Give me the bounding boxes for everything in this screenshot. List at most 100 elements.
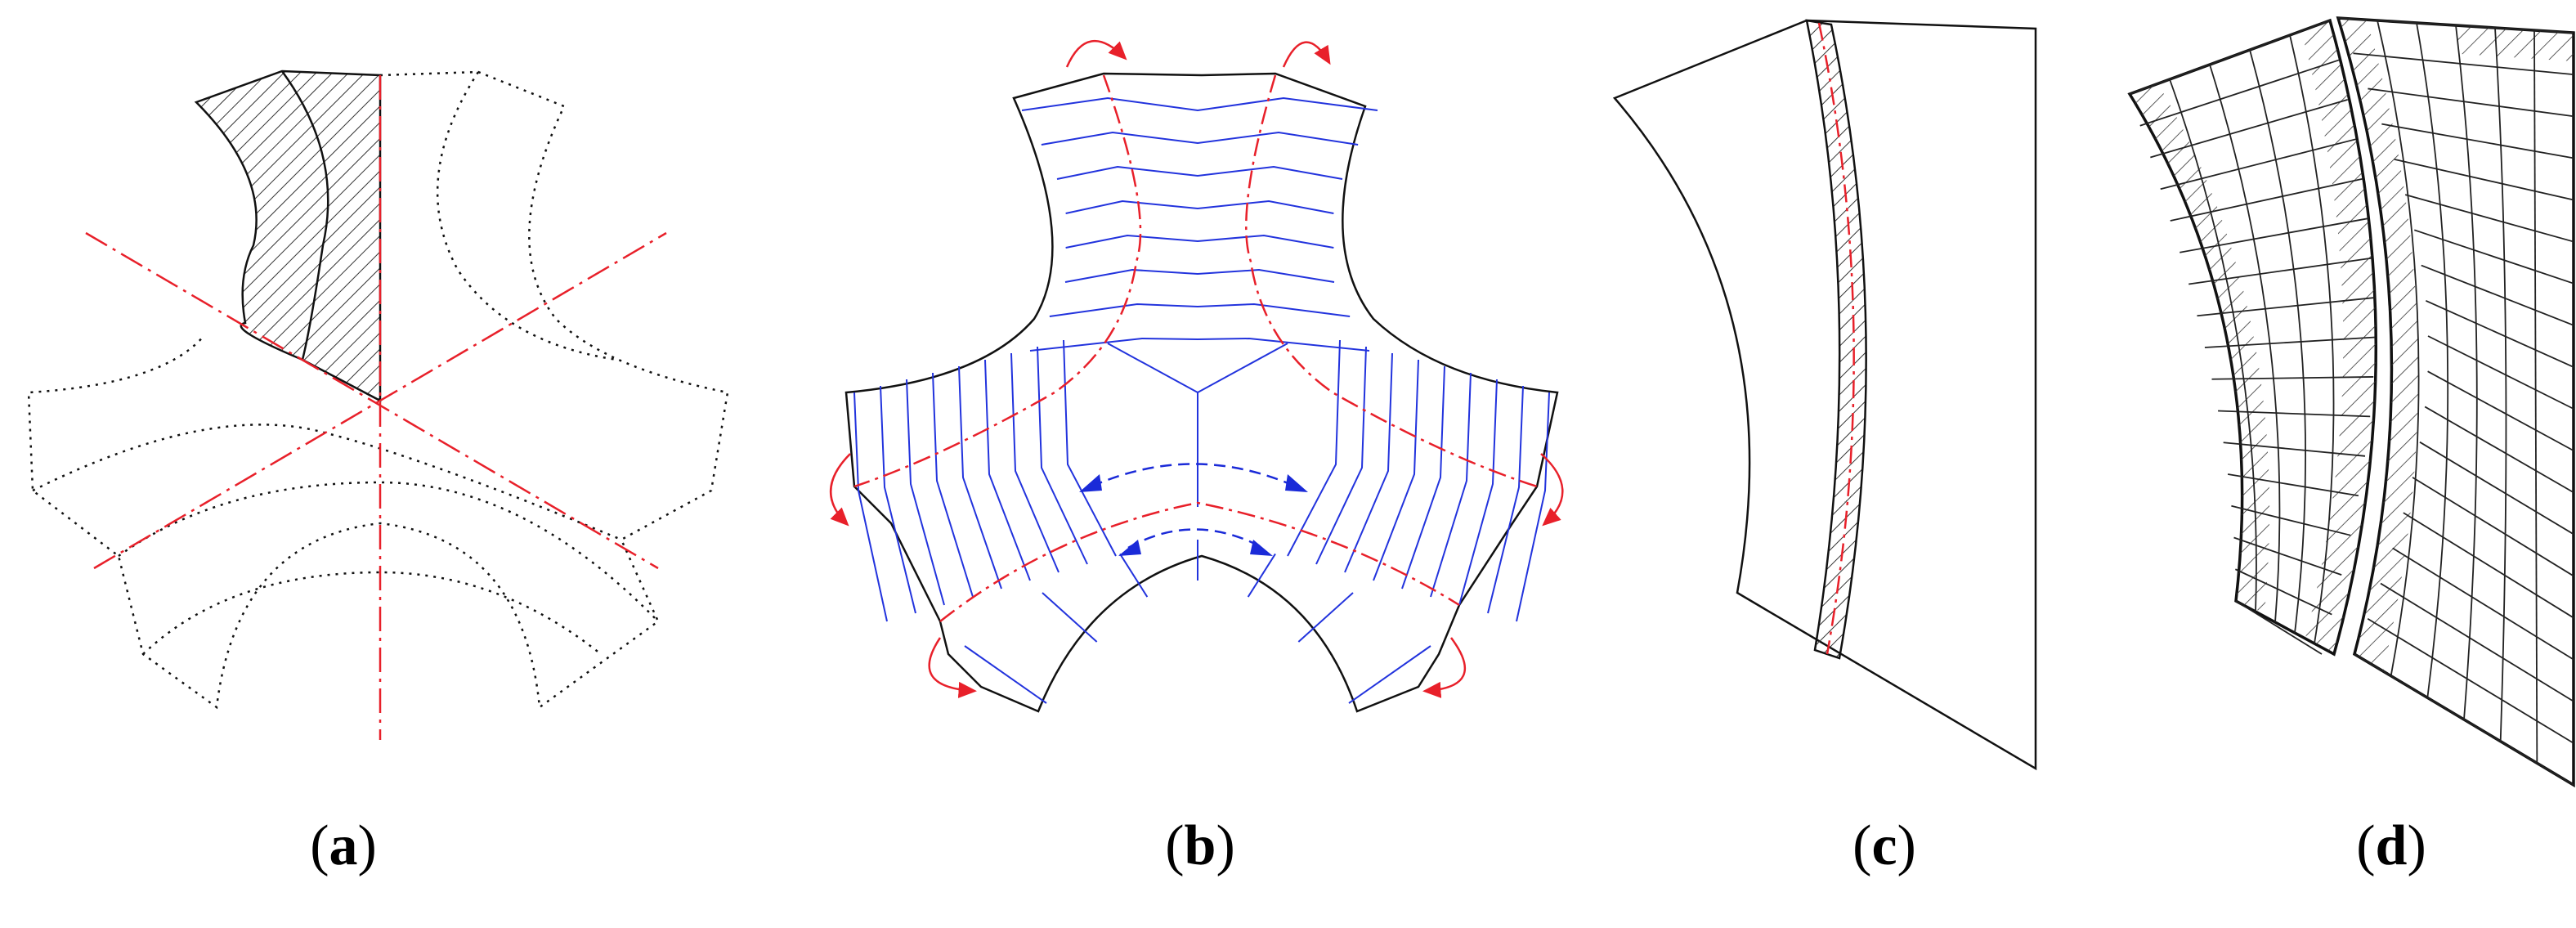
panel-a-axis-diag-2 [93,231,667,570]
panel-d-mesh-transverse-left [2233,536,2342,576]
panel-a-dotted-arc-2 [32,424,622,541]
panel-d-mesh-lines [2129,17,2574,786]
panel-d-mesh-transverse-right [2367,618,2574,744]
panel-d-mesh-transverse-left [2197,297,2375,317]
panel-b-outline [844,72,1559,713]
panel-d-mesh-transverse-left [2170,177,2363,222]
panel-b-mesh-left-line [958,365,1002,590]
panel-d-mesh-transverse-right [2427,335,2574,410]
panel-b-arrow-left-upper [829,453,851,527]
panel-d-refined-mesh [2127,16,2575,788]
panel-d-mesh-longitudinal-left [2169,78,2257,612]
caption-panel-c: (c) [1852,814,1916,877]
panel-d-mesh-transverse-right [2424,406,2574,494]
panel-d-mesh-transverse-right [2381,123,2574,159]
panel-d-mesh-longitudinal-left [2249,49,2307,634]
panel-d-mesh-transverse-right [2412,477,2574,577]
panel-b-mesh-left-line [853,392,888,622]
panel-a-sector-division [27,69,729,740]
panel-a-dotted-arc-4 [142,571,602,655]
panel-d-mesh-transverse-left [2180,217,2368,253]
panel-a-dotted-arc-3 [118,481,659,622]
panel-b-mesh-bottom-line [1348,645,1431,704]
panel-b-mesh-right-line [1487,385,1524,614]
panel-d-mesh-longitudinal-left [2289,34,2335,644]
panel-a-axis-diag-1 [85,231,659,570]
caption-panel-a: (a) [310,814,377,877]
panel-b-rotation-arrowhead-3 [1118,540,1141,556]
caption-letter-a: a [329,814,358,877]
panel-d-mesh-longitudinal-right [2377,20,2420,676]
panel-b-mesh-left-line [1010,352,1060,573]
panel-d-mesh-transverse-right [2403,512,2574,619]
panel-b-interface-bottom [939,501,1460,622]
panel-d-mesh-transverse-right [2413,229,2574,285]
panel-d-mesh-transverse-right [2368,87,2574,118]
panel-d-mesh-longitudinal-left [2209,64,2281,623]
panel-b-mesh-chevron [1041,131,1359,146]
panel-d-hatch-left-outer [2130,84,2270,613]
panel-b-arrow-top-left [1065,39,1127,68]
panel-d-mesh-longitudinal-right [2416,22,2449,698]
panel-d-hatch-right-inner [2338,18,2418,670]
panel-c-outline [1612,19,2037,771]
panel-b-arrow-top-right [1282,41,1331,68]
panel-b-interface-left [853,74,1142,488]
panel-b-mesh-center-spoke [1197,343,1288,393]
panel-b-arrow-left-lower [928,637,977,698]
panel-c-sector-with-strip [1612,19,2037,771]
panel-d-mesh-transverse-left [2223,442,2366,457]
panel-b-mesh-left-line [1063,339,1117,557]
panel-c-red-centerline [1817,22,1855,655]
panel-b-mesh-left-line [906,379,945,606]
panel-b-mesh-bottom-line [964,645,1047,704]
caption-letter-d: d [2375,814,2408,877]
panel-d-mesh-transverse-left [2204,336,2376,348]
panel-d-hatch-right-top [2453,25,2574,61]
panel-b-rotation-arrowhead-2 [1285,474,1308,492]
caption-panel-b: (b) [1165,814,1235,877]
panel-b-mesh-chevron [1049,303,1351,317]
panel-d-mesh-transverse-right [2394,159,2574,201]
panel-d-mesh-transverse-left [2160,138,2356,191]
panel-b-interface-right [1245,74,1538,488]
panel-b-mesh-left-line [880,385,916,614]
panel-b-mesh-right-line [1430,372,1472,598]
panel-a-hatched-region [194,69,382,403]
panel-b-mesh-right-line [1287,339,1341,557]
panel-b-mesh-left-line [1037,346,1088,565]
panel-b-rotation-arc-outer [1091,463,1297,488]
panel-b-mesh-assembly [829,39,1564,713]
panel-d-mesh-transverse-right [2421,264,2574,326]
panel-b-mesh-chevron [1065,234,1334,249]
panel-b-rotation-arrowhead-1 [1079,474,1102,492]
caption-panel-d: (d) [2356,814,2426,877]
panel-d-mesh-transverse-right [2427,370,2574,451]
panel-b-mesh-left-line [932,372,974,598]
panel-b-mesh-lines [853,96,1550,704]
panel-d-mesh-transverse-left [2139,59,2340,127]
panel-d-mesh-longitudinal-right [2494,27,2507,742]
caption-letter-c: c [1871,814,1897,877]
panel-a-inner-arc [280,70,329,361]
panel-b-mesh-right-line [1315,346,1367,565]
panel-d-mesh-transverse-right [2353,52,2574,76]
panel-c-hatched-strip [1805,19,1867,660]
panel-b-mesh-left-line [984,359,1031,581]
panel-d-mesh-transverse-left [2218,410,2371,418]
panel-b-mesh-bottom-line [1247,553,1276,598]
panel-d-mesh-transverse-right [2392,547,2574,661]
panel-b-rotation-arc-inner [1127,528,1264,549]
panel-b-red-arrows [829,39,1564,698]
panel-d-mesh-longitudinal-right [2533,29,2538,764]
panel-a-dotted-arc-1 [436,71,618,361]
panel-d-mesh-transverse-right [2380,582,2574,702]
panel-d-mesh-transverse-left [2235,600,2323,655]
panel-d-mesh-transverse-left [2227,473,2359,497]
panel-b-mesh-chevron [1064,268,1335,283]
panel-d-mesh-longitudinal-right [2455,25,2478,720]
panel-d-mesh-transverse-right [2419,441,2574,536]
panel-d-mesh-transverse-left [2211,376,2374,380]
panel-b-mesh-right-line [1344,352,1393,573]
